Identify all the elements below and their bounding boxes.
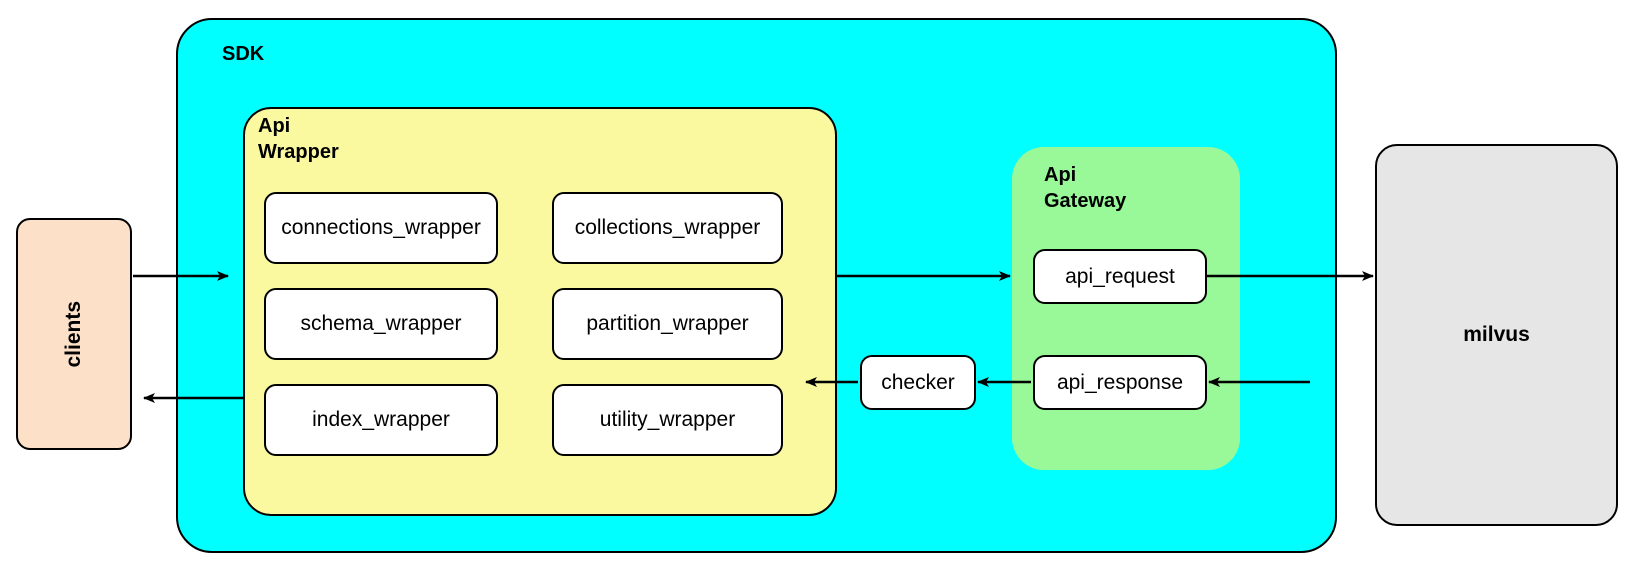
api-response-label: api_response [1056, 370, 1184, 394]
module-utility-wrapper[interactable]: utility_wrapper [552, 384, 783, 456]
module-collections-wrapper[interactable]: collections_wrapper [552, 192, 783, 264]
module-schema-wrapper[interactable]: schema_wrapper [264, 288, 498, 360]
clients-node[interactable]: clients [16, 218, 132, 450]
module-label: connections_wrapper [281, 216, 481, 239]
api-request-node[interactable]: api_request [1033, 249, 1207, 304]
module-label: schema_wrapper [300, 312, 462, 335]
checker-label: checker [881, 370, 955, 394]
milvus-label: milvus [1463, 323, 1530, 346]
checker-node[interactable]: checker [860, 355, 976, 410]
clients-label: clients [62, 300, 85, 368]
module-connections-wrapper[interactable]: connections_wrapper [264, 192, 498, 264]
milvus-node[interactable]: milvus [1375, 144, 1618, 526]
api-request-label: api_request [1065, 264, 1175, 288]
module-partition-wrapper[interactable]: partition_wrapper [552, 288, 783, 360]
api-response-node[interactable]: api_response [1033, 355, 1207, 410]
module-index-wrapper[interactable]: index_wrapper [264, 384, 498, 456]
module-label: collections_wrapper [574, 216, 761, 239]
module-label: utility_wrapper [599, 408, 736, 431]
module-label: index_wrapper [312, 408, 450, 431]
module-label: partition_wrapper [586, 312, 749, 335]
api-gateway-container[interactable] [1012, 147, 1240, 470]
